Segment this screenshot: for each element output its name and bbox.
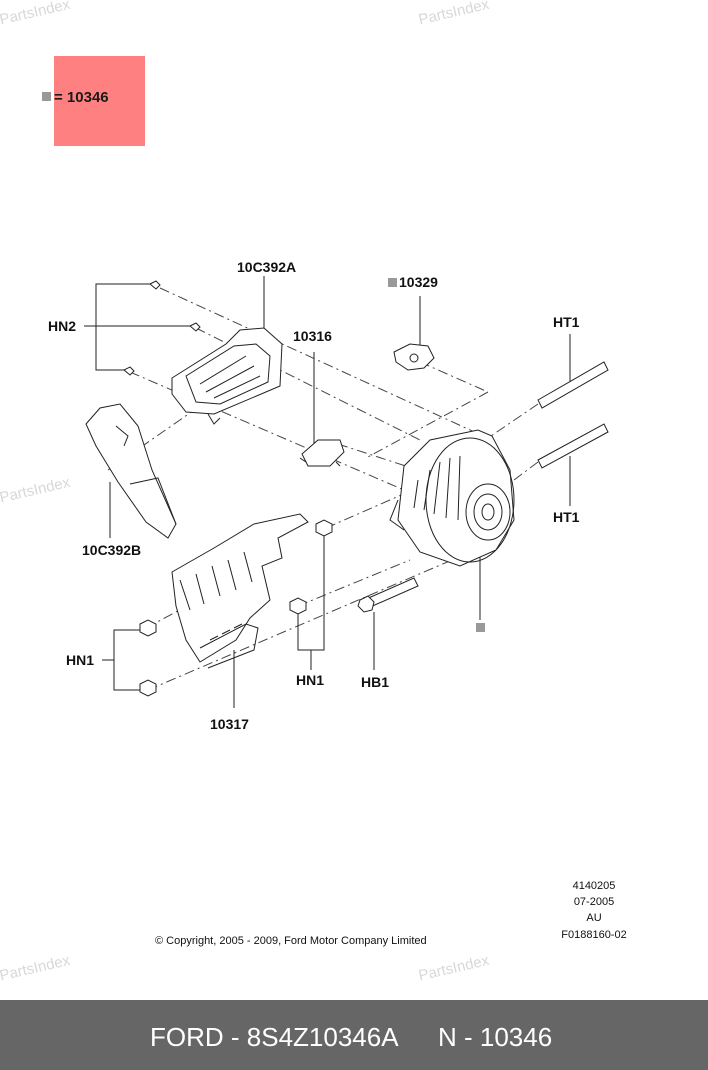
label-10329-text: 10329: [399, 274, 438, 290]
legend-highlight: [54, 56, 145, 146]
label-hn1-right: HN1: [296, 672, 325, 688]
label-10316: 10316: [293, 328, 332, 344]
drawing-date: 07-2005: [573, 896, 615, 908]
label-ht1-top: HT1: [553, 314, 580, 330]
marker-square-icon: [476, 623, 485, 632]
label-hb1: HB1: [361, 674, 390, 690]
footer-part-number: FORD - 8S4Z10346A: [150, 1022, 399, 1052]
label-hn1-left: HN1: [66, 652, 95, 668]
label-ht1-bottom: HT1: [553, 509, 580, 525]
copyright-notice: © Copyright, 2005 - 2009, Ford Motor Com…: [155, 935, 427, 947]
exploded-parts-diagram: [84, 276, 609, 708]
legend-value: = 10346: [54, 89, 109, 106]
label-10c392a: 10C392A: [237, 259, 297, 275]
footer-group: N - 10346: [438, 1022, 553, 1052]
marker-square-icon: [42, 92, 51, 101]
footer-bar: FORD - 8S4Z10346A N - 10346: [0, 1000, 708, 1070]
legend-label: = 10346: [42, 89, 109, 106]
label-10c392b: 10C392B: [82, 542, 142, 558]
label-10329: 10329: [388, 274, 438, 290]
drawing-region: AU: [586, 912, 602, 924]
drawing-file-id: F0188160-02: [561, 929, 627, 941]
drawing-number: 4140205: [572, 880, 616, 892]
label-10317: 10317: [210, 716, 249, 732]
marker-square-icon: [388, 278, 397, 287]
label-hn2: HN2: [48, 318, 77, 334]
